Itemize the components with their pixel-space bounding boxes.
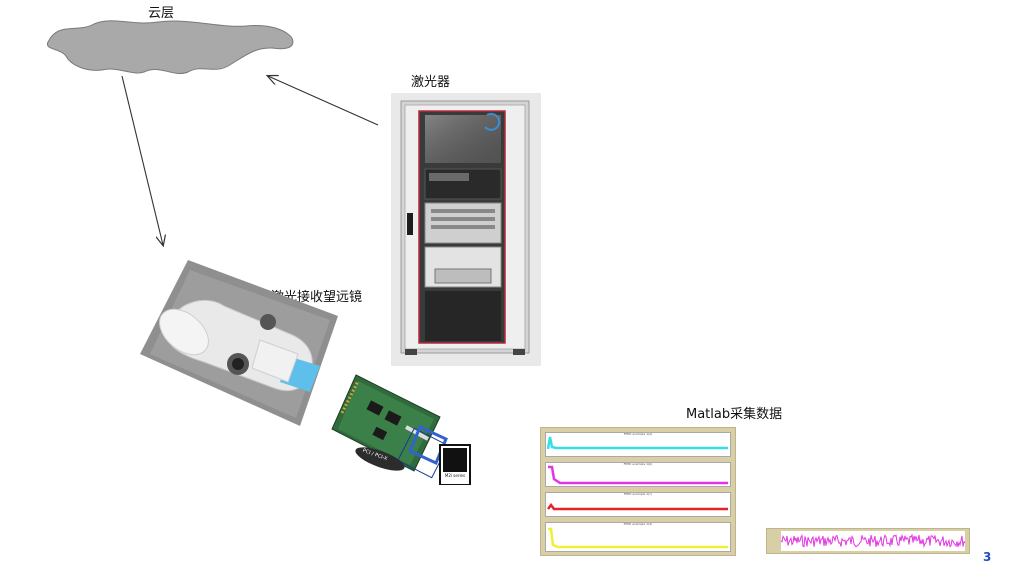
telescope-image: [140, 258, 340, 428]
subplot-trace: [546, 436, 728, 450]
subplot-2: FPPD example 1(b): [545, 462, 731, 487]
page-number: 3: [983, 550, 992, 564]
arrow-cloud-to-telescope: [121, 75, 163, 245]
subplot-trace: [548, 527, 728, 549]
subplot-title: FPPD example 1(a): [623, 432, 653, 436]
noise-plot-panel: [766, 528, 970, 554]
laser-label: 激光器: [411, 75, 451, 90]
subplot-4: FPPD example 1(d): [545, 522, 731, 552]
cloud-layer-shape: [46, 20, 294, 74]
subplot-3: FPPD example 1(c): [545, 492, 731, 517]
laser-rack-image: [391, 93, 541, 366]
subplot-title: FPPD example 1(b): [623, 462, 653, 466]
subplot-trace: [547, 502, 728, 511]
cloud-label: 云层: [148, 6, 175, 21]
noise-trace: [780, 531, 966, 551]
matlab-label: Matlab采集数据: [686, 407, 783, 422]
subplot-1: FPPD example 1(a): [545, 432, 731, 457]
subplot-trace: [548, 465, 728, 485]
subplot-title: FPPD example 1(d): [623, 522, 653, 526]
matlab-plot-panel: FPPD example 1(a) FPPD example 1(b) FPPD…: [540, 427, 736, 556]
arrow-laser-to-cloud: [268, 76, 379, 126]
acquisition-board-image: PCI / PCI-X M2i series: [328, 373, 478, 486]
subplot-title: FPPD example 1(c): [623, 492, 653, 496]
series-badge: M2i series: [444, 473, 466, 478]
